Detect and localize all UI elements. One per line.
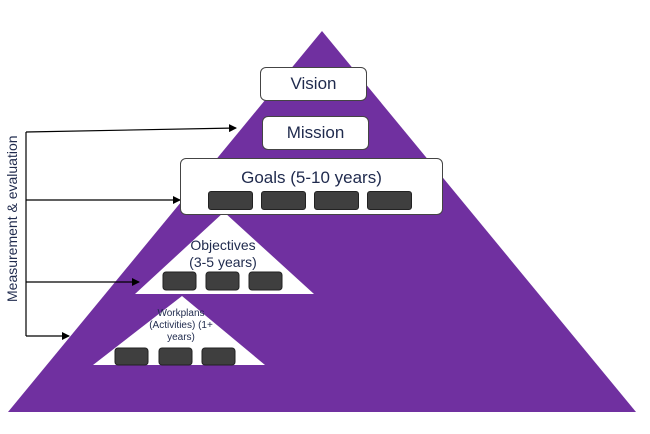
workplans-chip [114, 347, 149, 366]
goals-chip [261, 191, 306, 210]
goals-box: Goals (5-10 years) [180, 158, 443, 215]
goals-chip [367, 191, 412, 210]
goals-chip [314, 191, 359, 210]
workplans-chips [114, 347, 236, 366]
goals-chip [208, 191, 253, 210]
vision-box: Vision [260, 67, 367, 101]
workplans-chip [158, 347, 193, 366]
objectives-chip [248, 271, 283, 291]
objectives-label-line: Objectives [190, 237, 256, 253]
workplans-label-line: (Activities) (1+ [149, 320, 213, 331]
workplans-label: Workplans (Activities) (1+ years) [112, 308, 250, 344]
goals-label: Goals (5-10 years) [241, 168, 382, 187]
arrow-right-icon [25, 124, 237, 133]
objectives-label-line: (3-5 years) [189, 254, 257, 270]
objectives-chip [162, 271, 197, 291]
mission-box: Mission [262, 116, 369, 150]
workplans-label-line: years) [167, 332, 195, 343]
vision-label: Vision [290, 74, 337, 93]
workplans-chip [201, 347, 236, 366]
mission-label: Mission [286, 123, 345, 142]
objectives-chips [162, 271, 283, 291]
objectives-chip [205, 271, 240, 291]
objectives-label: Objectives (3-5 years) [150, 237, 296, 271]
measurement-evaluation-label: Measurement & evaluation [4, 135, 20, 302]
workplans-label-line: Workplans [157, 308, 205, 319]
